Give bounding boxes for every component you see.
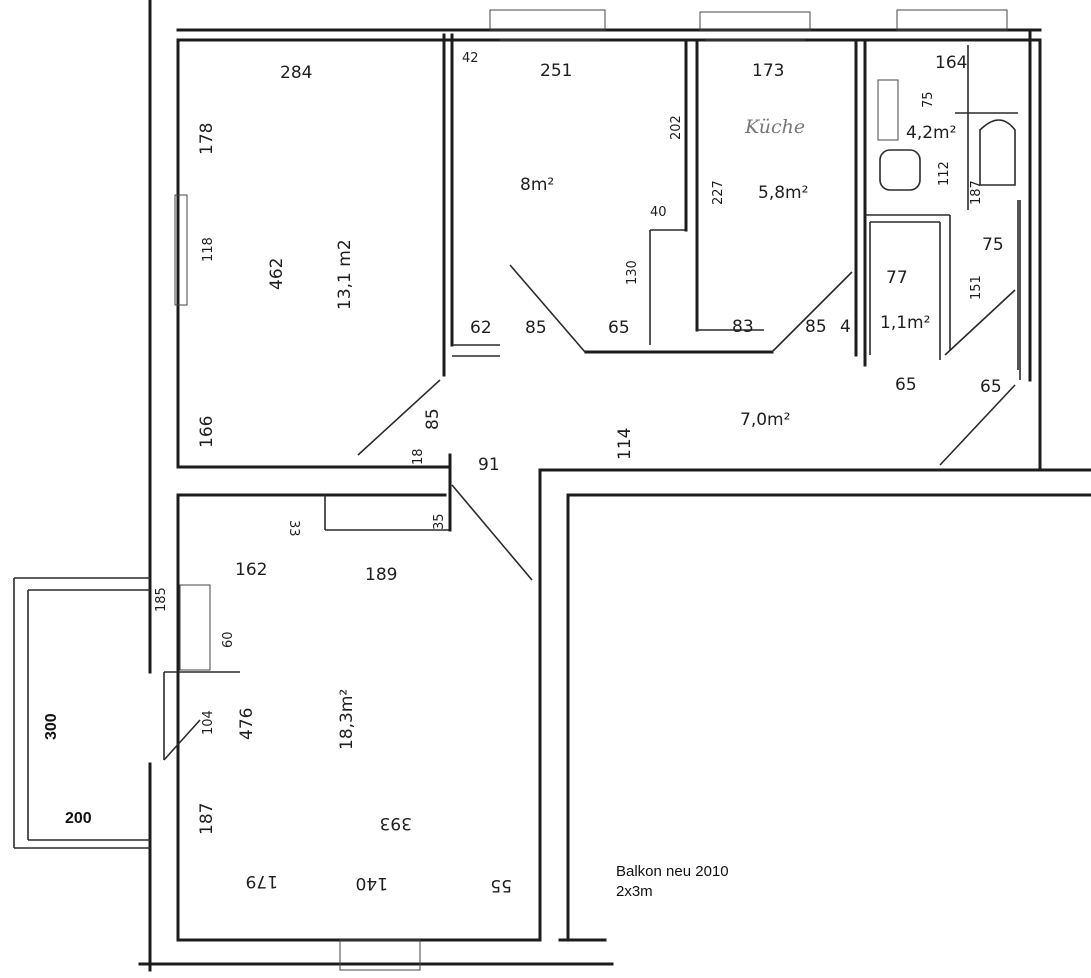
label-balcony-h: 300 bbox=[43, 713, 60, 740]
label-kitchen-b3: 4 bbox=[840, 317, 851, 337]
label-room2-corner: 42 bbox=[462, 51, 479, 66]
label-hall-b: 18 bbox=[411, 448, 426, 465]
label-bath-width: 164 bbox=[935, 53, 967, 73]
label-hall-c: 91 bbox=[478, 455, 500, 475]
label-living-b1: 179 bbox=[246, 871, 278, 891]
label-living-b2: 140 bbox=[356, 873, 388, 893]
label-living-door: 104 bbox=[201, 710, 216, 735]
label-room2-step-len: 130 bbox=[625, 260, 640, 285]
label-kitchen-b2: 85 bbox=[805, 317, 827, 337]
balcony-outline bbox=[13, 577, 150, 849]
label-room2-area: 8m² bbox=[520, 175, 554, 195]
label-living-area: 18,3m² bbox=[337, 689, 357, 750]
label-room1-dim: 462 bbox=[267, 258, 287, 290]
interior-walls bbox=[163, 33, 1021, 942]
label-kitchen-width: 173 bbox=[752, 61, 784, 81]
note-line-1: Balkon neu 2010 bbox=[616, 863, 729, 880]
label-living-corner: 33 bbox=[286, 520, 301, 537]
label-living-width: 393 bbox=[380, 813, 412, 833]
label-bath-top: 75 bbox=[921, 91, 936, 108]
label-kitchen-b1: 83 bbox=[732, 317, 754, 337]
label-room2-b3: 65 bbox=[608, 318, 630, 338]
label-living-dim3: 476 bbox=[237, 708, 257, 740]
label-room1-len-win: 118 bbox=[201, 237, 216, 262]
dimension-labels: 284 178 118 166 462 13,1 m2 42 251 8m² 2… bbox=[43, 51, 1004, 900]
label-wc-width: 77 bbox=[886, 268, 908, 288]
label-room1-len-top: 178 bbox=[197, 123, 217, 155]
label-room2-step: 40 bbox=[650, 205, 667, 220]
label-room1-area: 13,1 m2 bbox=[335, 239, 355, 310]
outer-walls bbox=[138, 0, 1091, 972]
label-room1-len-bottom: 166 bbox=[197, 416, 217, 448]
label-living-niche: 35 bbox=[432, 513, 447, 530]
label-living-win-s: 60 bbox=[221, 631, 236, 648]
doors bbox=[163, 264, 1016, 761]
label-door-b: 65 bbox=[980, 377, 1002, 397]
note-line-2: 2x3m bbox=[616, 883, 653, 900]
label-hall-area: 7,0m² bbox=[740, 410, 790, 430]
label-kitchen-left: 227 bbox=[711, 180, 726, 205]
label-door-a: 65 bbox=[895, 375, 917, 395]
label-room2-right: 202 bbox=[669, 115, 684, 140]
label-closet-len: 151 bbox=[969, 275, 984, 300]
label-living-dim1: 162 bbox=[235, 560, 267, 580]
label-hall-len: 114 bbox=[615, 428, 635, 460]
label-kitchen-area: 5,8m² bbox=[758, 183, 808, 203]
windows bbox=[174, 9, 1008, 971]
label-room2-width: 251 bbox=[540, 61, 572, 81]
label-closet-w: 75 bbox=[982, 235, 1004, 255]
label-living-low: 187 bbox=[197, 803, 217, 835]
label-living-win-l: 185 bbox=[154, 587, 169, 612]
fixtures bbox=[877, 79, 1016, 191]
label-living-dim2: 189 bbox=[365, 565, 397, 585]
label-room1-width: 284 bbox=[280, 63, 312, 83]
label-balcony-w: 200 bbox=[65, 810, 92, 827]
label-wc-area: 1,1m² bbox=[880, 313, 930, 333]
label-room2-b2: 85 bbox=[525, 318, 547, 338]
label-kitchen-name: Küche bbox=[744, 116, 805, 138]
label-bath-side: 112 bbox=[937, 161, 952, 186]
label-room2-b1: 62 bbox=[470, 318, 492, 338]
label-living-b3: 55 bbox=[490, 875, 512, 895]
label-bath-area: 4,2m² bbox=[906, 123, 956, 143]
label-hall-a: 85 bbox=[423, 408, 443, 430]
label-bath-side2: 187 bbox=[969, 180, 984, 205]
